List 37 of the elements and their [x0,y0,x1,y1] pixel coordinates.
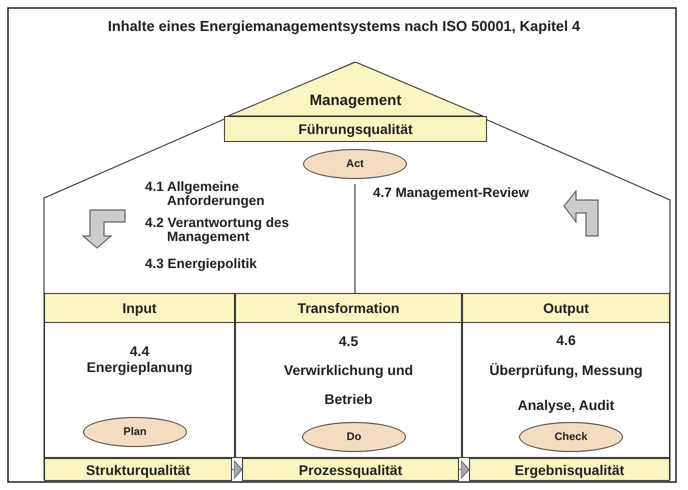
section-text: Energieplanung [86,358,194,377]
clause-label: 4.3 Energiepolitik [145,257,258,271]
header-band [224,116,487,142]
header-band [44,293,235,323]
band-label: Strukturqualität [86,462,190,478]
chevron-arrow [458,460,470,479]
clause-label: 4.2 Verantwortung des Management [145,216,290,244]
column-panel [235,323,462,458]
phase-label: Act [346,158,364,170]
header-band [235,293,462,323]
title: Inhalte eines Energiemanagementsystems nach ISO 50001, Kapitel 4 [106,20,582,34]
header-band [469,458,670,481]
clause-label: 4.7 Management-Review [373,186,530,200]
phase-label: Do [346,431,362,443]
clause-label: 4.1 Allgemeine Anforderungen [145,180,266,208]
roof-label: Management [308,92,402,109]
section-number: 4.4 [128,342,150,361]
section-number: 4.5 [338,332,360,351]
phase-label: Check [554,431,588,443]
band-label: Ergebnisqualität [514,462,624,478]
chevron-arrow [232,460,242,479]
section-text: Analyse, Audit [516,396,616,415]
band-label: Input [122,300,157,316]
header-band [462,293,670,323]
section-number: 4.6 [555,331,577,350]
band-label: Führungsqualität [298,121,413,137]
column-panel [44,323,235,458]
section-text: Verwirklichung und Betrieb [282,361,414,409]
section-text: Überprüfung, Messung [488,361,644,380]
band-label: Prozessqualität [298,462,402,478]
header-band [242,458,459,481]
header-band [44,458,232,481]
band-label: Output [543,300,589,316]
roof-triangle [228,62,483,116]
phase-label: Plan [123,426,147,438]
band-label: Transformation [298,300,400,316]
column-panel [462,323,670,458]
